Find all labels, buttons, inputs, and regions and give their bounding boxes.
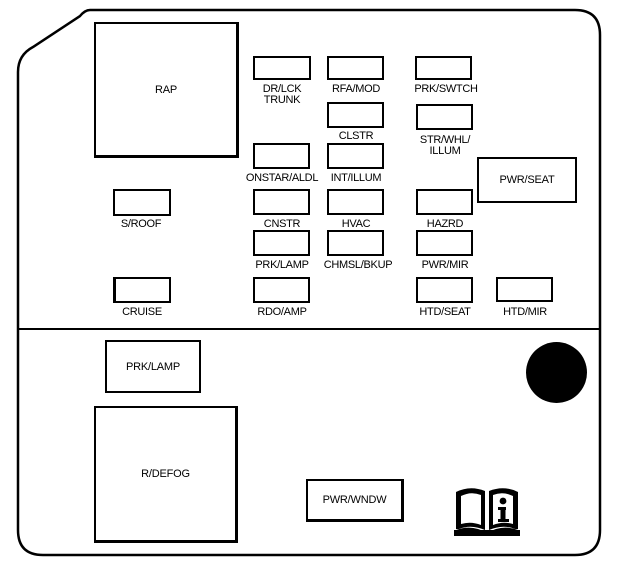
fuse-label-chmsl-bkup: CHMSL/BKUP: [323, 259, 393, 271]
fuse-label-cruise: CRUISE: [122, 306, 162, 318]
fuse-label-prk-lamp: PRK/LAMP: [255, 259, 309, 271]
fuse-cnstr[interactable]: [253, 189, 310, 215]
fuse-onstar-aldl[interactable]: [253, 143, 310, 169]
fuse-clstr[interactable]: [327, 102, 384, 128]
fuse-label-str-whl-illum: STR/WHL/ ILLUM: [419, 134, 471, 157]
relay-label: PWR/SEAT: [499, 174, 555, 186]
grommet-filled-circle: [526, 342, 587, 403]
fuse-chmsl-bkup[interactable]: [327, 230, 384, 256]
relay-r-defog[interactable]: R/DEFOG: [94, 406, 238, 543]
fuse-label-cnstr: CNSTR: [263, 218, 301, 230]
fuse-str-whl-illum[interactable]: [416, 104, 473, 130]
fuse-prk-lamp[interactable]: [253, 230, 310, 256]
fuse-htd-seat[interactable]: [416, 277, 473, 303]
fuse-label-rfa-mod: RFA/MOD: [331, 83, 381, 95]
section-divider: [18, 328, 601, 330]
relay-label: PWR/WNDW: [322, 494, 387, 506]
relay-label: R/DEFOG: [141, 468, 190, 480]
fuse-int-illum[interactable]: [327, 143, 384, 169]
fuse-label-clstr: CLSTR: [338, 130, 374, 142]
relay-pwr-wndw[interactable]: PWR/WNDW: [306, 479, 404, 522]
book-info-icon: [454, 488, 520, 536]
fuse-pwr-mir[interactable]: [416, 230, 473, 256]
fuse-label-pwr-mir: PWR/MIR: [421, 259, 469, 271]
relay-label: RAP: [154, 83, 178, 96]
fuse-hvac[interactable]: [327, 189, 384, 215]
fuse-label-s-roof: S/ROOF: [120, 218, 162, 230]
relay-rap[interactable]: RAP: [94, 22, 239, 158]
fuse-htd-mir[interactable]: [496, 277, 553, 302]
fuse-cruise[interactable]: [113, 277, 171, 303]
fuse-rdo-amp[interactable]: [253, 277, 310, 303]
fuse-dr-lck-trunk[interactable]: [253, 56, 311, 80]
relay-label: PRK/LAMP: [125, 360, 181, 373]
fuse-prk-swtch[interactable]: [415, 56, 472, 80]
fuse-rfa-mod[interactable]: [327, 56, 384, 80]
fuse-label-hvac: HVAC: [341, 218, 371, 230]
fuse-label-htd-mir: HTD/MIR: [503, 306, 547, 318]
fuse-label-hazrd: HAZRD: [426, 218, 464, 230]
fuse-label-onstar-aldl: ONSTAR/ALDL: [245, 172, 319, 184]
fuse-label-htd-seat: HTD/SEAT: [419, 306, 471, 318]
relay-prk-lamp[interactable]: PRK/LAMP: [105, 340, 201, 393]
fuse-label-dr-lck-trunk: DR/LCK TRUNK: [262, 83, 302, 106]
fuse-label-int-illum: INT/ILLUM: [330, 172, 382, 184]
fuse-label-rdo-amp: RDO/AMP: [257, 306, 307, 318]
fuse-hazrd[interactable]: [416, 189, 473, 215]
relay-pwr-seat[interactable]: PWR/SEAT: [477, 157, 577, 203]
fuse-label-prk-swtch: PRK/SWTCH: [414, 83, 478, 95]
fuse-s-roof[interactable]: [113, 189, 171, 216]
